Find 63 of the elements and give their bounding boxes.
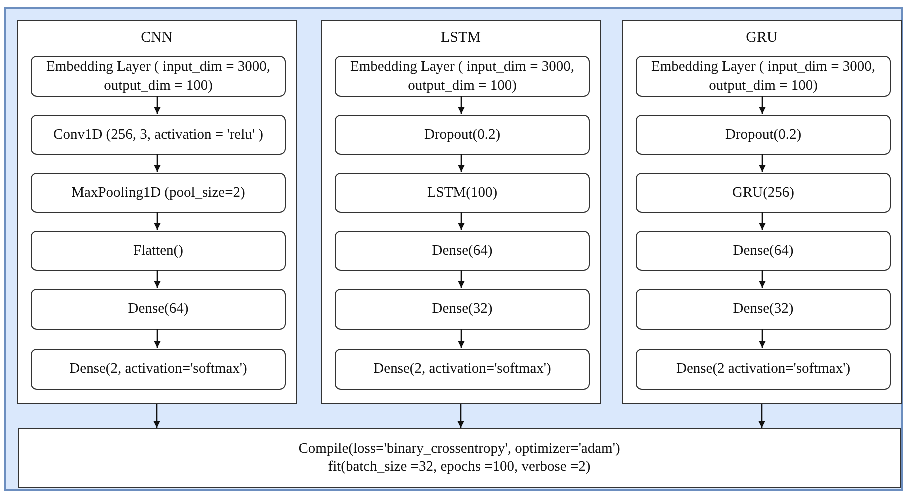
model-title: CNN [141, 29, 173, 47]
layer-text: LSTM(100) [427, 184, 498, 202]
layer-text: Conv1D (256, 3, activation = 'relu' ) [54, 126, 264, 144]
arrow [458, 270, 465, 288]
layer-text: Dense(2 activation='softmax') [676, 360, 851, 379]
layer-text: Dropout(0.2) [725, 126, 802, 144]
layer-text: GRU(256) [732, 184, 795, 202]
layer-text: Embedding Layer ( input_dim = 3000, output_dim = 100) [45, 58, 272, 95]
layer-box [335, 289, 590, 330]
process-box [18, 428, 901, 488]
arrow [154, 96, 161, 114]
arrow [759, 329, 766, 348]
layer-text: Dense(32) [432, 300, 493, 319]
layer-box [636, 115, 891, 155]
layer-box [335, 115, 590, 155]
layer-text: Dense(64) [432, 242, 493, 260]
layer-text: Dense(32) [733, 300, 794, 319]
arrow [759, 212, 766, 230]
layer-text: Dense(2, activation='softmax') [70, 360, 248, 379]
layer-text: Embedding Layer ( input_dim = 3000, output_dim = 100) [650, 58, 877, 95]
layer-text: Compile(loss='binary_crossentropy', optimizer='adam') [298, 440, 620, 458]
layer-text: Flatten() [134, 242, 184, 260]
layer-box [335, 173, 590, 213]
layer-box [636, 289, 891, 330]
layer-text: Dense(64) [128, 300, 189, 319]
model-group-panel [321, 20, 601, 404]
model-title: LSTM [440, 29, 481, 47]
layer-box [31, 289, 286, 330]
model-group-panel [622, 20, 902, 404]
arrow [154, 270, 161, 288]
layer-box [31, 349, 286, 390]
layer-box [31, 115, 286, 155]
layer-text: Dense(2, activation='softmax') [374, 360, 552, 379]
arrow [458, 96, 465, 114]
layer-text: fit(batch_size =32, epochs =100, verbose =2) [328, 458, 591, 476]
layer-box [636, 173, 891, 213]
layer-box [636, 56, 891, 97]
arrow [458, 154, 465, 172]
layer-text: Dropout(0.2) [424, 126, 501, 144]
layer-box [31, 56, 286, 97]
model-group-panel [17, 20, 297, 404]
layer-text: Dense(64) [733, 242, 794, 260]
arrow [758, 404, 766, 428]
layer-text: MaxPooling1D (pool_size=2) [72, 184, 246, 202]
arrow [458, 212, 465, 230]
arrow [154, 154, 161, 172]
arrow [154, 329, 161, 348]
layer-box [31, 231, 286, 271]
layer-text: Embedding Layer ( input_dim = 3000, output_dim = 100) [349, 58, 576, 95]
layer-box [31, 173, 286, 213]
arrow [759, 96, 766, 114]
layer-box [335, 56, 590, 97]
layer-box [636, 349, 891, 390]
arrow [458, 404, 464, 428]
model-title: GRU [746, 29, 778, 47]
arrow [759, 270, 766, 288]
layer-box [335, 231, 590, 271]
layer-box [636, 231, 891, 271]
arrow [154, 404, 160, 428]
arrow [759, 154, 766, 172]
layer-box [335, 349, 590, 390]
arrow [154, 212, 161, 230]
arrow [458, 329, 465, 348]
